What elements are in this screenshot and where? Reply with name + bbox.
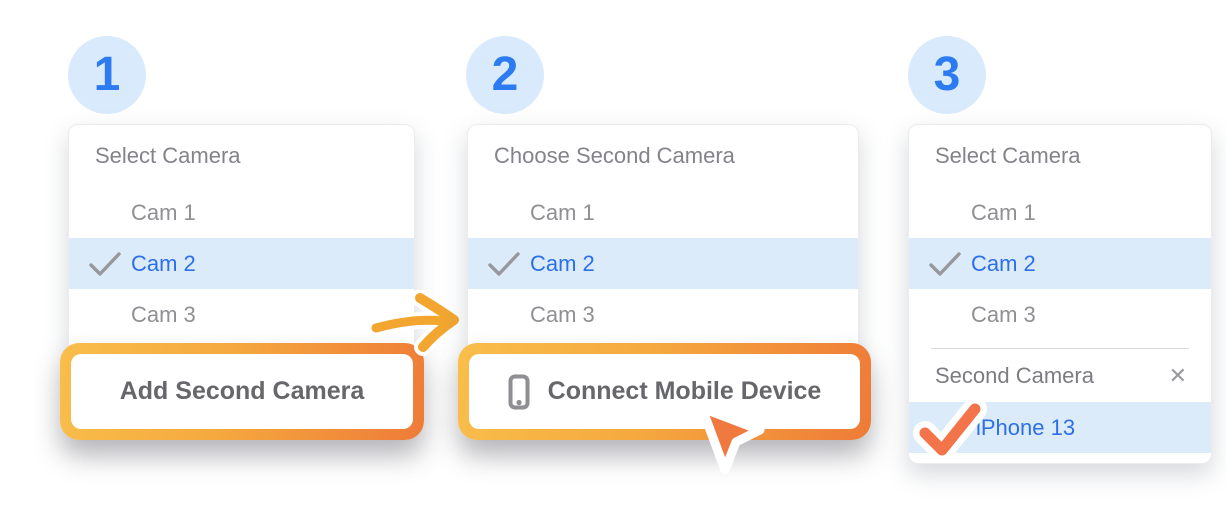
option-label: Cam 1 [530, 199, 595, 225]
option-label: Cam 3 [971, 301, 1036, 327]
dropdown-2-title: Choose Second Camera [494, 143, 735, 168]
step-3-number: 3 [933, 48, 961, 101]
option-label: Cam 3 [530, 301, 595, 327]
add-second-camera-button[interactable]: Add Second Camera [60, 343, 424, 440]
orange-check-icon [913, 397, 987, 462]
dropdown-2-option-cam-2[interactable]: Cam 2 [468, 238, 858, 289]
second-camera-section-title: Second Camera [935, 362, 1094, 388]
dropdown-3-option-cam-2[interactable]: Cam 2 [909, 238, 1211, 289]
check-icon [488, 252, 520, 276]
dropdown-3-option-cam-1[interactable]: Cam 1 [909, 187, 1211, 238]
step-1-number: 1 [93, 48, 121, 101]
camera-dropdown-1: Select Camera Cam 1 Cam 2 Cam 3 [68, 124, 415, 358]
step-1-badge: 1 [68, 36, 146, 114]
dropdown-2-option-cam-3[interactable]: Cam 3 [468, 289, 858, 340]
option-label: iPhone 13 [976, 414, 1076, 440]
step-2-number: 2 [491, 48, 519, 101]
section-divider [931, 348, 1189, 349]
connect-mobile-device-button[interactable]: Connect Mobile Device [458, 343, 871, 440]
option-label: Cam 2 [131, 250, 196, 276]
dropdown-1-option-cam-1[interactable]: Cam 1 [69, 187, 414, 238]
dropdown-1-title: Select Camera [95, 143, 241, 168]
second-camera-section-header: Second Camera ✕ [909, 349, 1211, 402]
camera-dropdown-3: Select Camera Cam 1 Cam 2 Cam 3 Second C… [908, 124, 1212, 464]
dropdown-1-option-cam-2[interactable]: Cam 2 [69, 238, 414, 289]
dropdown-1-option-cam-3[interactable]: Cam 3 [69, 289, 414, 340]
option-label: Cam 1 [971, 199, 1036, 225]
connect-mobile-device-label: Connect Mobile Device [547, 377, 822, 405]
option-label: Cam 3 [131, 301, 196, 327]
check-icon [929, 252, 961, 276]
dropdown-3-option-cam-3[interactable]: Cam 3 [909, 289, 1211, 340]
add-second-camera-label: Add Second Camera [119, 377, 365, 405]
dropdown-2-option-cam-1[interactable]: Cam 1 [468, 187, 858, 238]
step-2-badge: 2 [466, 36, 544, 114]
step-3-badge: 3 [908, 36, 986, 114]
check-icon [89, 252, 121, 276]
close-icon[interactable]: ✕ [1168, 362, 1187, 388]
dropdown-3-title: Select Camera [935, 143, 1081, 168]
option-label: Cam 2 [971, 250, 1036, 276]
camera-dropdown-2: Choose Second Camera Cam 1 Cam 2 Cam 3 [467, 124, 859, 358]
option-label: Cam 1 [131, 199, 196, 225]
option-label: Cam 2 [530, 250, 595, 276]
mobile-device-icon [508, 374, 530, 409]
